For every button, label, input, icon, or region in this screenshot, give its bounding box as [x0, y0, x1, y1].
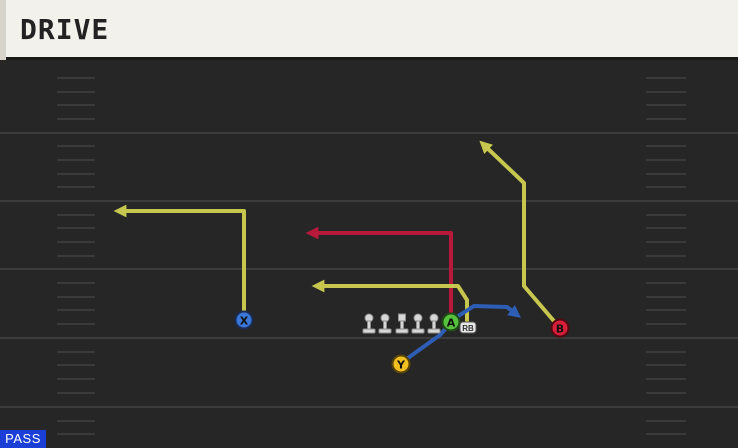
yard-lines: [0, 132, 738, 408]
hash-marks-left: [57, 77, 95, 435]
play-header: DRIVE: [0, 0, 738, 60]
hash-marks-right: [646, 77, 686, 435]
lineman-icon: [411, 313, 425, 334]
y-button-label: Y: [396, 359, 406, 372]
route-a-flat: [450, 304, 522, 322]
route-a-dig: [305, 226, 453, 322]
route-x-corner: [113, 204, 246, 320]
lineman-icon: [427, 313, 441, 334]
offensive-line: [362, 313, 441, 334]
center-icon: [395, 313, 409, 334]
receiver-a-button[interactable]: A: [441, 312, 461, 332]
b-button-label: B: [556, 323, 564, 336]
receiver-x-button[interactable]: X: [234, 310, 254, 330]
header-accent: [0, 0, 6, 60]
lineman-icon: [362, 313, 376, 334]
rb-marker: RB: [459, 321, 477, 334]
play-type-badge: PASS: [0, 430, 46, 448]
play-title: DRIVE: [20, 13, 110, 46]
route-b-post: [479, 140, 561, 329]
lineman-icon: [378, 313, 392, 334]
football-field: RB X Y A B: [0, 63, 738, 448]
receiver-b-button[interactable]: B: [550, 318, 570, 338]
rb-label: RB: [462, 324, 474, 333]
receiver-y-button[interactable]: Y: [391, 354, 411, 374]
a-button-label: A: [447, 317, 456, 330]
play-diagram: RB X Y A B: [0, 77, 738, 435]
x-button-label: X: [240, 315, 249, 328]
